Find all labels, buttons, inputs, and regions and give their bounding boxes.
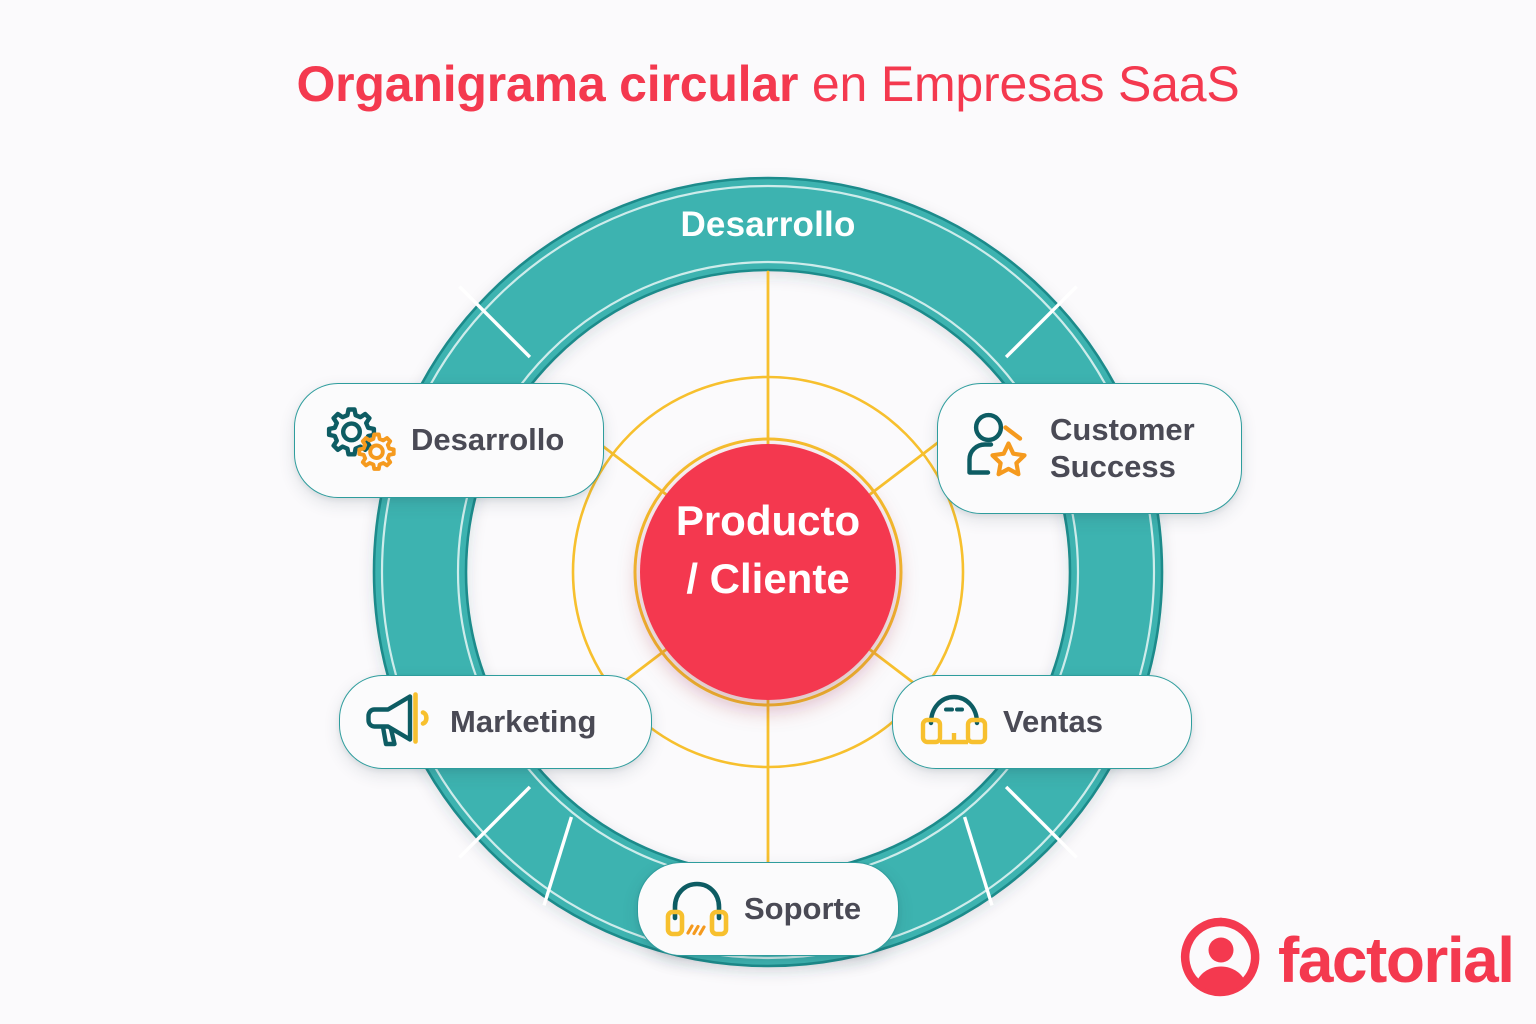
ring-segment-dividers (458, 285, 1078, 906)
center-node-glow-ring (633, 437, 903, 707)
gears-icon (321, 403, 397, 478)
center-node[interactable] (633, 437, 903, 707)
person-star-icon (964, 410, 1036, 487)
headset-icon (919, 689, 989, 756)
node-card-label: Soporte (744, 890, 862, 926)
node-card-label: Desarrollo (411, 422, 565, 458)
node-card-label: Marketing (450, 703, 597, 739)
page-title-strong: Organigrama circular (296, 56, 799, 112)
outer-ring-hairline-outer (380, 184, 1156, 960)
page-title-light: en Empresas SaaS (798, 56, 1240, 112)
headphones-icon (664, 876, 730, 943)
factorial-person-icon (1180, 916, 1262, 1003)
node-card-label: Customer Success (1050, 411, 1195, 484)
factorial-wordmark: factorial (1278, 923, 1515, 996)
outer-ring-edge-outer (372, 176, 1164, 968)
page-title: Organigrama circular en Empresas SaaS (0, 56, 1536, 114)
factorial-logo: factorial (1180, 916, 1515, 1003)
node-card-label: Ventas (1003, 703, 1103, 739)
node-card-desarrollo[interactable]: Desarrollo (294, 383, 604, 498)
megaphone-icon (366, 689, 436, 756)
center-node-circle (640, 444, 896, 700)
node-card-soporte[interactable]: Soporte (637, 862, 899, 956)
node-card-customer-success[interactable]: Customer Success (937, 383, 1242, 514)
node-card-ventas[interactable]: Ventas (892, 675, 1192, 769)
node-card-marketing[interactable]: Marketing (339, 675, 652, 769)
